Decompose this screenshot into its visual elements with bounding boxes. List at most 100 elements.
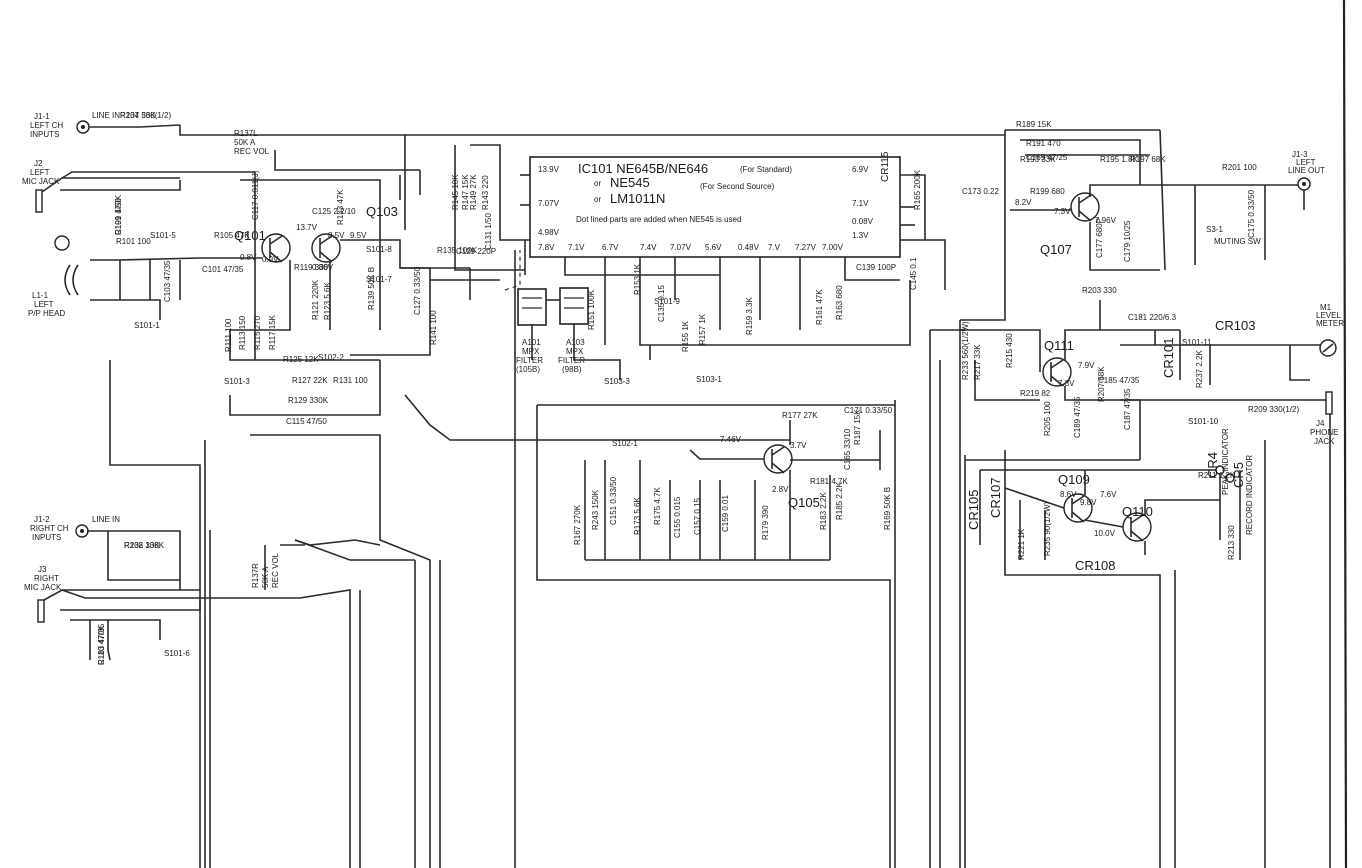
component-label-2: R109 470K — [114, 194, 123, 235]
switch-label-5: S101-9 — [654, 297, 680, 306]
ic101-pin-bottom-0: 7.8V — [538, 243, 555, 252]
component-label-8: C103 47/35 — [163, 260, 172, 302]
ic101-standard-note: (For Standard) — [740, 165, 792, 174]
bottom-bus-lines — [109, 250, 1331, 868]
voltage-label-15: 8.6V — [1060, 490, 1077, 499]
switch-label-7: S102-1 — [612, 439, 638, 448]
q103-label: Q103 — [366, 204, 398, 219]
component-label-68: R195 1.8K — [1100, 155, 1138, 164]
peak-indicator-label: PEAK INDICATOR — [1221, 428, 1230, 495]
j1-1-connector[interactable] — [76, 120, 90, 134]
j4-phone-jack[interactable] — [1325, 391, 1333, 415]
ic101-pin-bottom-6: 0.48V — [738, 243, 760, 252]
ic101-pin-r-2: 0.08V — [852, 217, 874, 226]
component-label-92: R233 560(1/2W) — [961, 321, 970, 380]
component-label-42: C139 100P — [856, 263, 896, 272]
ic101-pin-r-1: 7.1V — [852, 199, 869, 208]
voltage-label-8: 2.8V — [772, 485, 789, 494]
m1-label-0: M1 — [1320, 303, 1332, 312]
component-label-18: R127 22K — [292, 376, 328, 385]
component-label-53: C157 0.15 — [693, 498, 702, 535]
cr108-label: CR108 — [1075, 558, 1115, 573]
voltage-label-10: 7.3V — [1054, 207, 1071, 216]
component-label-48: R243 150K — [591, 489, 600, 530]
cr105-label: CR105 — [966, 490, 981, 530]
q105-label: Q105 — [788, 495, 820, 510]
component-label-39: R155 1K — [681, 320, 690, 352]
j2-label-0: J2 — [34, 159, 43, 168]
level-meter — [1319, 339, 1337, 357]
switch-label-10: S103-3 — [604, 377, 630, 386]
ic101-alt1: NE545 — [610, 175, 650, 190]
component-label-62: R187 15K — [853, 409, 862, 445]
ic-wires — [454, 144, 965, 360]
j3-connector[interactable] — [37, 599, 45, 623]
j1-2-label-1: RIGHT CH — [30, 524, 69, 533]
voltage-label-4: 0.86V — [312, 263, 334, 272]
component-label-36: R151 100K — [587, 289, 596, 330]
component-label-45: R165 200K — [913, 169, 922, 210]
component-label-12: R115 270 — [253, 315, 262, 350]
record-indicator-label: RECORD INDICATOR — [1245, 455, 1254, 535]
cr4-label: CR4 — [1205, 452, 1220, 478]
component-label-44: R163 680 — [835, 285, 844, 320]
cr5-label: CR5 — [1231, 462, 1246, 488]
switch-label-0: S101-1 — [134, 321, 160, 330]
component-label-1: R108 33K — [124, 541, 160, 550]
component-label-56: R179 390 — [761, 505, 770, 540]
switch-labels: S101-1S101-3S101-5S101-7S101-8S101-9S101… — [134, 231, 1219, 658]
component-label-61: C171 0.33/50 — [844, 406, 893, 415]
voltage-label-5: 9.5V — [350, 231, 367, 240]
component-label-43: R161 47K — [815, 289, 824, 325]
component-label-74: C175 0.33/50 — [1247, 189, 1256, 238]
voltage-label-17: 10.0V — [1094, 529, 1116, 538]
j1-1-wire — [89, 124, 181, 128]
r137l-label-2: REC VOL — [234, 147, 270, 156]
top-bus — [179, 125, 1166, 321]
m1-label-1: LEVEL — [1316, 311, 1341, 320]
switch-label-11: S101-6 — [164, 649, 190, 658]
j1-1-label-2: INPUTS — [30, 130, 59, 139]
q109-label: Q109 — [1058, 472, 1090, 487]
component-label-72: C179 10/25 — [1123, 220, 1132, 262]
ic101-pin-tl-1: 7.07V — [538, 199, 560, 208]
switch-label-12: S101-10 — [1188, 417, 1219, 426]
component-label-34: R149 27K — [469, 174, 478, 210]
switch-label-4: S101-8 — [366, 245, 392, 254]
j4-label-1: PHONE — [1310, 428, 1338, 437]
voltage-label-0: 13.7V — [296, 223, 318, 232]
component-label-90: R221 1K — [1017, 528, 1026, 560]
component-label-11: R113 150 — [238, 315, 247, 350]
voltage-label-1: 0.8V — [240, 253, 257, 262]
component-label-77: R237 2.2K — [1195, 350, 1204, 388]
component-label-9: R105 47K — [214, 231, 250, 240]
j1-3-label-0: J1-3 — [1292, 150, 1308, 159]
j1-3-connector[interactable] — [1297, 177, 1311, 191]
component-label-95: C191 1/50 — [114, 198, 123, 235]
component-label-81: R215 430 — [1005, 333, 1014, 368]
component-label-85: C189 47/35 — [1073, 396, 1082, 438]
j2-label-2: MIC JACK — [22, 177, 60, 186]
j2-wires-2 — [60, 180, 181, 191]
component-label-89: R213 330 — [1227, 525, 1236, 560]
component-label-14: R119 330 — [294, 263, 329, 272]
r169-label: R169 50K B — [883, 487, 892, 530]
component-label-17: R125 12K — [283, 355, 319, 364]
ic101-pin-bottom-7: 7.V — [768, 243, 781, 252]
component-label-19: R129 330K — [288, 396, 329, 405]
j1-2-label-0: J1-2 — [34, 515, 50, 524]
j2-connector[interactable] — [35, 189, 43, 213]
component-label-20: R131 100 — [333, 376, 368, 385]
component-label-58: R183 2.2K — [819, 492, 828, 530]
m1-label-2: METER — [1316, 319, 1344, 328]
j1-2-connector[interactable] — [75, 524, 89, 538]
r137r-label-2: REC VOL — [271, 552, 280, 588]
j3-label-2: MIC JACK — [24, 583, 62, 592]
cr103-label: CR103 — [1215, 318, 1255, 333]
mpx-filter-2-l0: A103 — [566, 338, 585, 347]
component-label-26: R139 50K B — [367, 267, 376, 310]
component-label-88: R211 1.2K — [1198, 471, 1236, 480]
